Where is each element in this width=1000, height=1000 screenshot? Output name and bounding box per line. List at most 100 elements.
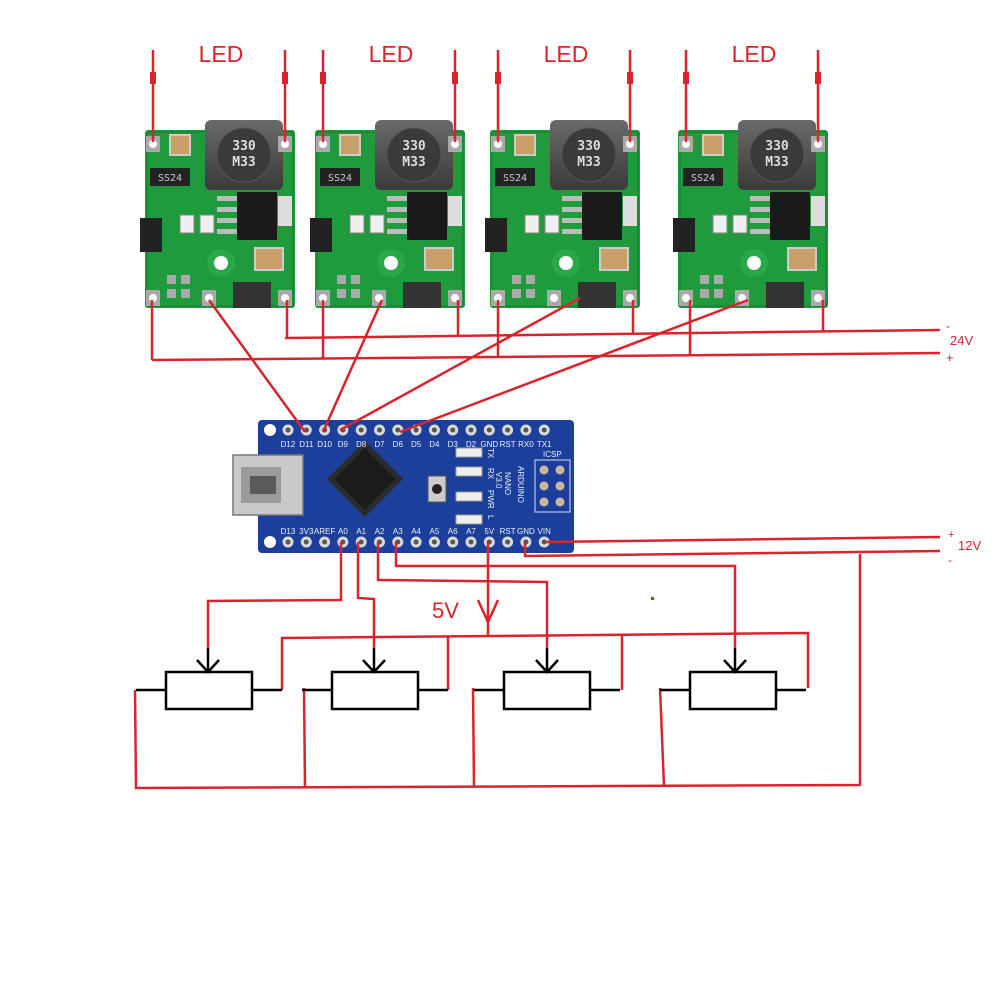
solder-pad <box>626 140 634 148</box>
pin-label: A5 <box>430 527 440 536</box>
inductor-code-2: M33 <box>402 155 425 170</box>
diode-label: SS24 <box>691 173 715 184</box>
label-12v-plus: + <box>948 529 954 541</box>
solder-pad <box>149 140 157 148</box>
potentiometer <box>302 648 448 711</box>
rail-5v <box>280 631 810 690</box>
pin-label: D12 <box>281 440 296 449</box>
pin-label: D2 <box>466 440 477 449</box>
solder-pad <box>682 294 690 302</box>
supply-12v-wires <box>523 535 941 558</box>
led-label: LED <box>732 41 777 67</box>
pwm-wire-d9 <box>339 296 581 432</box>
icsp-pin <box>539 497 549 507</box>
diode <box>150 168 190 186</box>
led-label-pwr: PWR <box>486 490 495 509</box>
pin-label: A3 <box>393 527 403 536</box>
pin-label: AREF <box>314 527 335 536</box>
solder-pad <box>738 294 746 302</box>
pot-body <box>330 670 420 711</box>
label-12v: 12V <box>958 538 981 553</box>
icsp-label: ICSP <box>543 450 562 459</box>
led-label-tx: TX <box>486 448 495 459</box>
arrow-5v <box>476 599 500 626</box>
wire-a3 <box>394 542 737 648</box>
rail-24v-plus <box>151 351 941 362</box>
pot-body <box>502 670 592 711</box>
pot-wires <box>133 542 862 790</box>
pin-label: D11 <box>299 440 314 449</box>
inductor-code: 330 <box>577 139 601 154</box>
usb-connector <box>232 454 304 516</box>
diode <box>683 168 723 186</box>
inductor-code-2: M33 <box>765 155 788 170</box>
inductor-code: 330 <box>232 139 256 154</box>
pwm-wire-d11 <box>207 299 307 433</box>
stray-dot <box>651 597 654 600</box>
atmega-chip <box>326 440 404 518</box>
pin-label: D3 <box>448 440 459 449</box>
diode <box>320 168 360 186</box>
led-label: LED <box>369 41 414 67</box>
board-version: V3.0 <box>494 472 503 489</box>
label-24v-plus: + <box>946 350 954 365</box>
label-5v: 5V <box>432 598 459 623</box>
wiper-arrow-icon <box>196 659 220 674</box>
solder-pad <box>814 294 822 302</box>
led-label-rx: RX <box>486 468 495 480</box>
driver-ic <box>237 192 277 240</box>
board-model: NANO <box>503 472 512 495</box>
solder-pad <box>319 140 327 148</box>
pin-label: D4 <box>429 440 440 449</box>
solder-pad <box>550 294 558 302</box>
label-24v-minus: - <box>946 319 950 333</box>
inductor-code: 330 <box>402 139 426 154</box>
diode-label: SS24 <box>503 173 527 184</box>
pwm-wires <box>207 296 749 434</box>
pot-body <box>688 670 778 711</box>
wire-a2 <box>376 542 549 648</box>
inductor-code: 330 <box>765 139 789 154</box>
icsp-pin <box>555 465 565 475</box>
pin-label: D13 <box>281 527 296 536</box>
pin-label: 5V <box>484 527 494 536</box>
pin-label: RST <box>500 527 516 536</box>
pin-label: A4 <box>411 527 421 536</box>
potentiometer <box>474 648 620 711</box>
solder-pad <box>494 140 502 148</box>
pin-label: RST <box>500 440 516 449</box>
pin-label: D5 <box>411 440 422 449</box>
inductor-code-2: M33 <box>577 155 600 170</box>
pin-label: TX1 <box>537 440 552 449</box>
rail-gnd <box>133 554 862 790</box>
solder-pad <box>814 140 822 148</box>
pin-label: D10 <box>317 440 332 449</box>
inductor-code-2: M33 <box>232 155 255 170</box>
pot-body <box>164 670 254 711</box>
pin-label: RX0 <box>518 440 534 449</box>
pin-label: VIN <box>538 527 552 536</box>
driver-ic <box>407 192 447 240</box>
wire-a0 <box>206 542 343 648</box>
pin-label: 3V3 <box>299 527 314 536</box>
led-label: LED <box>199 41 244 67</box>
solder-pad <box>205 294 213 302</box>
pwm-wire-d10 <box>321 299 384 433</box>
wire-a1 <box>356 542 376 648</box>
icsp-pin <box>539 465 549 475</box>
icsp-pin <box>539 481 549 491</box>
solder-pad <box>494 294 502 302</box>
solder-pad <box>682 140 690 148</box>
solder-pad <box>451 140 459 148</box>
driver-ic <box>582 192 622 240</box>
driver-ic <box>770 192 810 240</box>
pin-label: GND <box>480 440 498 449</box>
supply-24v-wires <box>150 300 941 362</box>
pwm-wire-d6 <box>399 298 749 434</box>
wiper-arrow-icon <box>535 659 559 674</box>
pin-label: A7 <box>466 527 476 536</box>
label-24v: 24V <box>950 333 973 348</box>
